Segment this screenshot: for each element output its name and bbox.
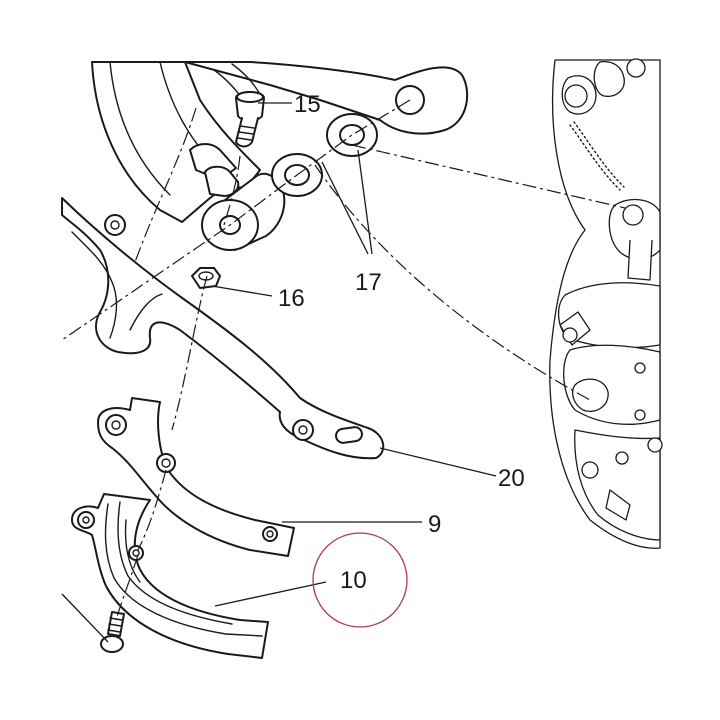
callout-15: 15 [294,91,321,118]
engine-casing [549,58,663,549]
callout-20: 20 [498,465,525,492]
assembly-centerlines [61,99,626,621]
leader-lines [61,102,497,643]
callout-9: 9 [428,511,441,538]
callout-16: 16 [278,285,305,312]
callout-10: 10 [340,567,367,594]
bolt-small [100,611,125,653]
chain-guide-20 [61,197,385,460]
screw-15 [235,91,265,148]
guide-rail-10 [71,493,269,659]
callout-17: 17 [355,269,382,296]
cable [569,121,625,191]
washer-upper [326,113,378,157]
plate-9 [97,397,295,557]
frame-bracket [91,61,469,223]
highlight-circle [312,532,408,628]
